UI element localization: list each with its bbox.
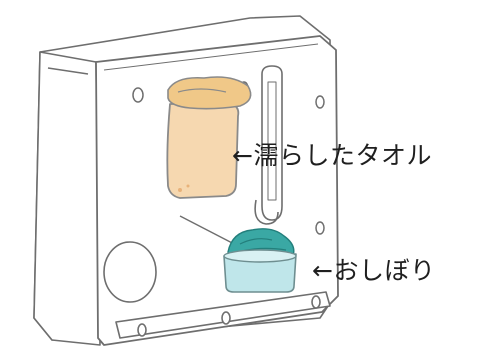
wet-towel-body bbox=[166, 103, 240, 199]
rail-hole-1 bbox=[137, 323, 147, 337]
cable-line bbox=[179, 215, 239, 247]
rail-hole-2 bbox=[221, 311, 231, 325]
oshibori-label: ←おしぼり bbox=[312, 256, 436, 285]
rail-hole-3 bbox=[311, 295, 321, 309]
oshibori-cup bbox=[223, 228, 297, 293]
box-left-wall bbox=[33, 51, 101, 346]
wet-towel bbox=[166, 76, 252, 199]
hook-slot bbox=[254, 65, 283, 225]
bottom-rail bbox=[115, 291, 331, 339]
wet-towel-top bbox=[167, 76, 252, 110]
oshibori-container bbox=[223, 253, 297, 293]
screw-right-middle bbox=[315, 221, 325, 235]
screw-top-right bbox=[315, 95, 325, 109]
screw-top-left bbox=[132, 87, 144, 103]
vent-circle bbox=[103, 241, 157, 303]
wet-towel-label: ←濡らしたタオル bbox=[232, 141, 432, 170]
